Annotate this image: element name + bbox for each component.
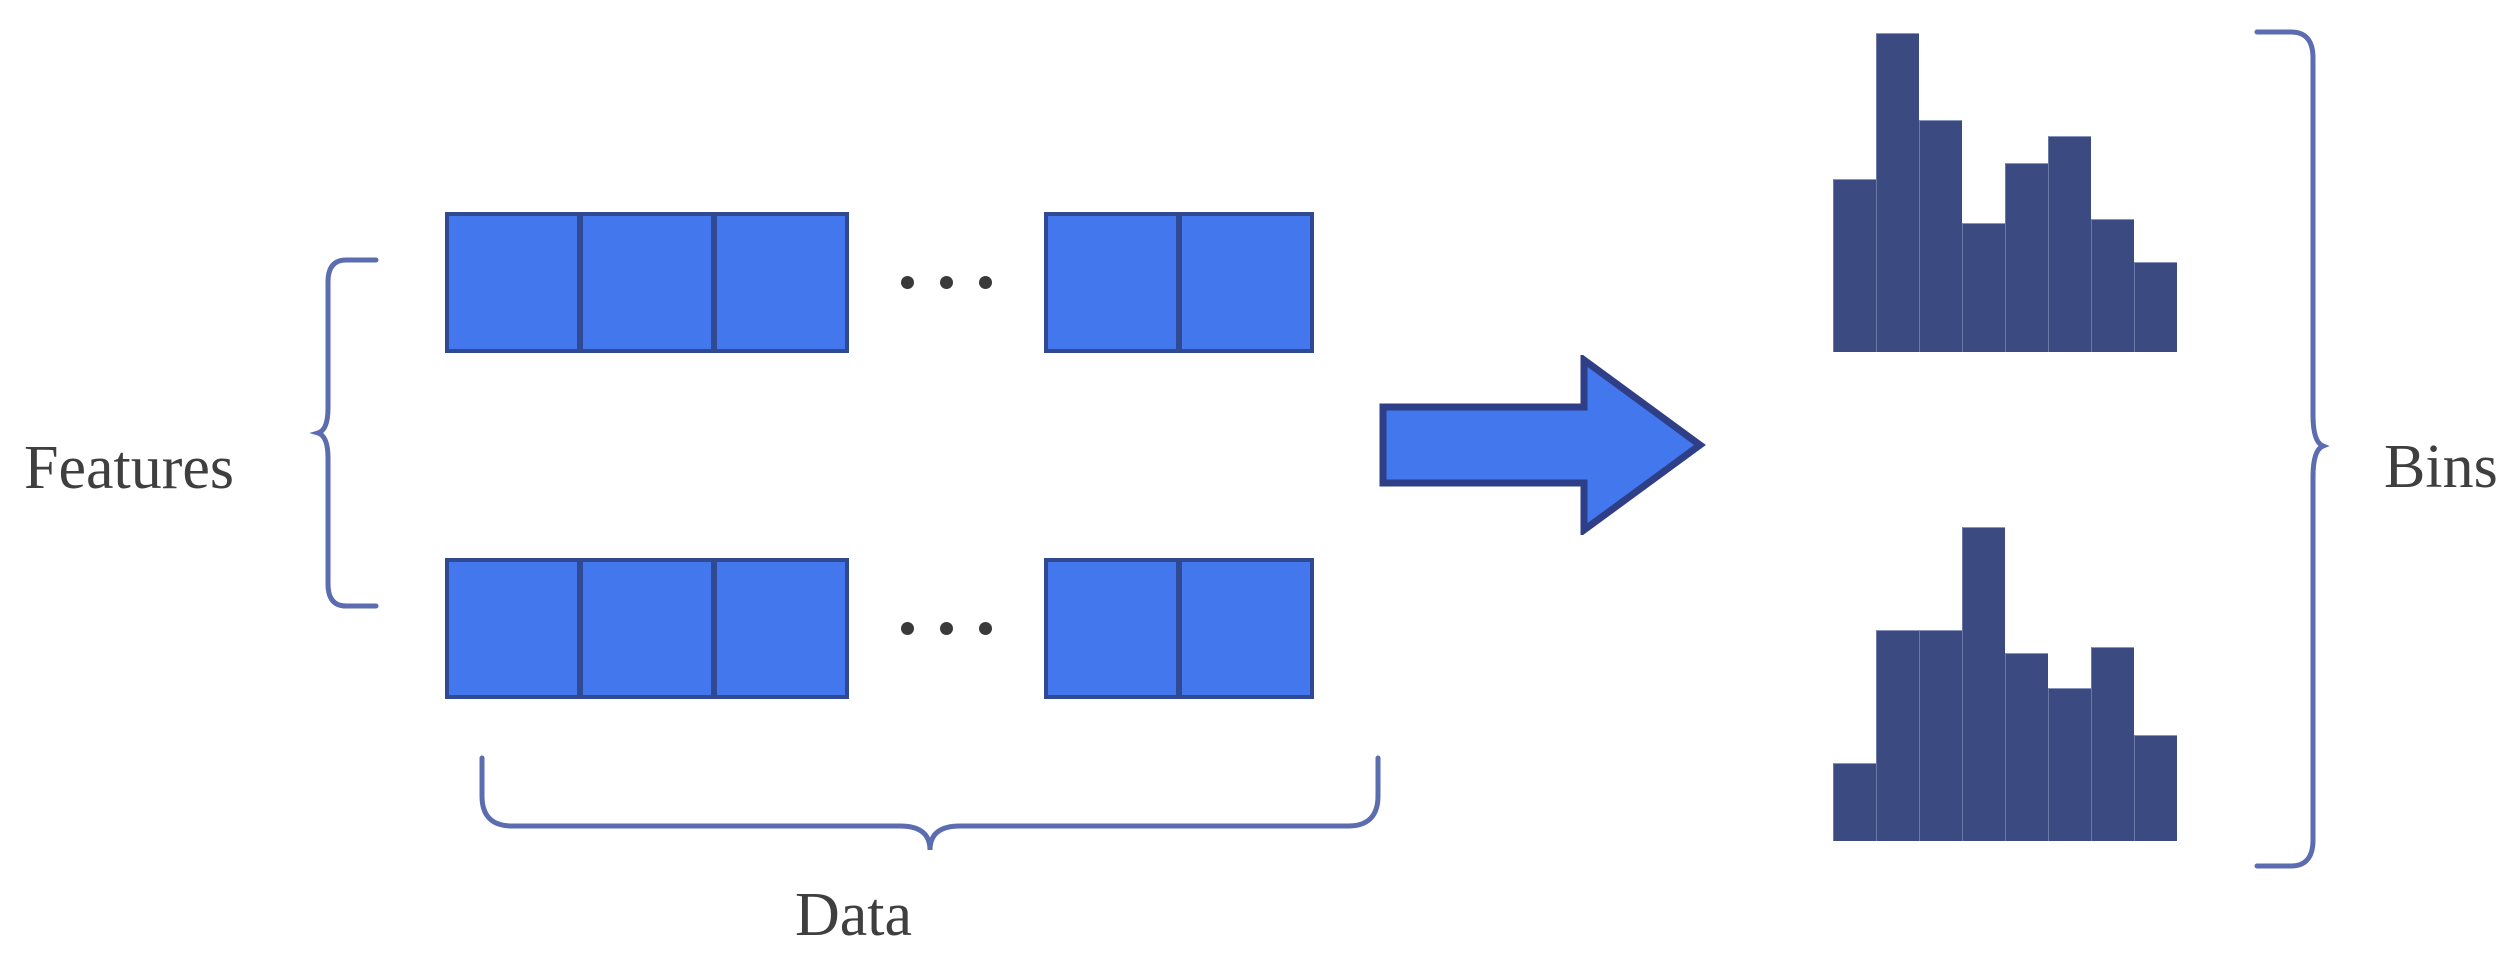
histogram-bar	[1962, 222, 2005, 352]
ellipsis-dot	[979, 276, 992, 289]
histogram-bar	[2005, 162, 2048, 352]
matrix-cell[interactable]	[583, 562, 711, 695]
matrix-cell[interactable]	[449, 562, 577, 695]
ellipsis-dot	[979, 622, 992, 635]
matrix-cell[interactable]	[583, 216, 711, 349]
ellipsis-dot	[940, 622, 953, 635]
matrix-cell[interactable]	[717, 562, 845, 695]
transform-arrow-icon	[1379, 355, 1706, 535]
histogram-bar	[2134, 735, 2177, 841]
ellipsis-dot	[940, 276, 953, 289]
histogram-bar	[2091, 219, 2134, 352]
histogram-bar	[1833, 762, 1876, 841]
matrix-cell[interactable]	[1182, 216, 1310, 349]
ellipsis-dot	[901, 622, 914, 635]
histogram-bar	[1876, 629, 1919, 841]
matrix-cell[interactable]	[1182, 562, 1310, 695]
histogram-bar	[2134, 262, 2177, 352]
matrix-cell-group-right[interactable]	[1044, 558, 1314, 699]
histogram-bar	[2048, 136, 2091, 352]
data-brace	[479, 755, 1381, 851]
histogram-bar	[2005, 653, 2048, 841]
histogram-bar	[2091, 646, 2134, 841]
matrix-cell[interactable]	[449, 216, 577, 349]
bottom-histogram	[1833, 500, 2177, 841]
bins-label: Bins	[2384, 433, 2498, 501]
matrix-cell-group-left[interactable]	[445, 212, 849, 353]
horizontal-ellipsis-icon	[901, 276, 992, 289]
ellipsis-dot	[901, 276, 914, 289]
histogram-bar	[1962, 527, 2005, 841]
horizontal-ellipsis-icon	[901, 622, 992, 635]
histogram-bar	[1876, 33, 1919, 352]
matrix-cell[interactable]	[1048, 562, 1176, 695]
matrix-cell[interactable]	[717, 216, 845, 349]
bins-brace	[2254, 29, 2330, 869]
top-histogram	[1833, 20, 2177, 352]
matrix-row-top	[445, 212, 1314, 353]
histogram-bar	[1919, 119, 1962, 352]
matrix-cell-group-right[interactable]	[1044, 212, 1314, 353]
histogram-bar	[1919, 629, 1962, 841]
data-label: Data	[795, 881, 913, 949]
histogram-bar	[1833, 179, 1876, 352]
matrix-cell[interactable]	[1048, 216, 1176, 349]
matrix-row-bottom	[445, 558, 1314, 699]
features-brace	[309, 257, 379, 609]
matrix-cell-group-left[interactable]	[445, 558, 849, 699]
features-label: Features	[24, 434, 235, 502]
histogram-bar	[2048, 687, 2091, 841]
